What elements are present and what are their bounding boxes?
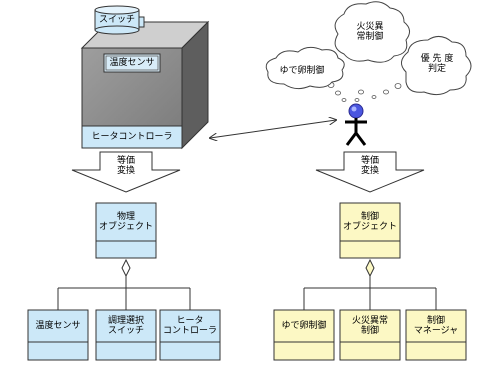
child-label-temperature-sensor: 温度センサ <box>35 320 81 331</box>
heater-controller-label: ヒータコントローラ <box>91 131 173 142</box>
stick-figure-head <box>348 103 364 119</box>
control-object-box <box>339 202 401 259</box>
thought-dots <box>327 82 402 102</box>
heater-box <box>80 20 210 150</box>
temperature-sensor-label: 温度センサ <box>109 57 155 68</box>
child-box-fire-control <box>339 309 401 361</box>
child-label-boil-control: ゆで卵制御 <box>281 320 327 331</box>
child-label-fire-control: 火災異常 制御 <box>351 315 388 336</box>
down-arrow-control <box>315 151 425 193</box>
child-box-heater-controller <box>159 309 221 361</box>
thought-cloud-fire <box>334 1 410 63</box>
diamond-aggregation-control <box>365 258 375 278</box>
control-object-title: 制御 オブジェクト <box>342 211 397 232</box>
thought-cloud-priority <box>401 36 472 96</box>
thought-boil-text: ゆで卵制御 <box>279 65 325 76</box>
temperature-sensor-panel <box>103 53 161 73</box>
control-conversion-label: 等価 変換 <box>360 155 379 176</box>
child-box-control-manager <box>405 309 467 361</box>
child-box-temperature-sensor <box>27 309 89 361</box>
diamond-aggregation-physical <box>121 258 131 278</box>
physical-object-title: 物理 オブジェクト <box>98 211 153 232</box>
heater-controller-panel <box>81 125 183 149</box>
switch-label: スイッチ <box>98 14 135 25</box>
child-box-cooking-switch <box>95 309 157 361</box>
thought-fire-text: 火災異 常制御 <box>356 21 384 42</box>
physical-object-box <box>95 202 157 259</box>
relation-arrow <box>210 120 336 138</box>
child-label-heater-controller: ヒータ コントローラ <box>162 315 217 336</box>
down-arrow-physical <box>71 151 181 193</box>
thought-cloud-boil <box>265 46 345 90</box>
stick-figure <box>345 103 367 146</box>
child-label-control-manager: 制御 マネージャ <box>413 315 459 336</box>
switch-cylinder <box>94 5 145 35</box>
thought-priority-text: 優 先 度 判定 <box>420 53 454 74</box>
child-label-cooking-switch: 調理選択 スイッチ <box>107 315 144 336</box>
child-box-boil-control <box>273 309 335 361</box>
physical-conversion-label: 等価 変換 <box>116 155 135 176</box>
